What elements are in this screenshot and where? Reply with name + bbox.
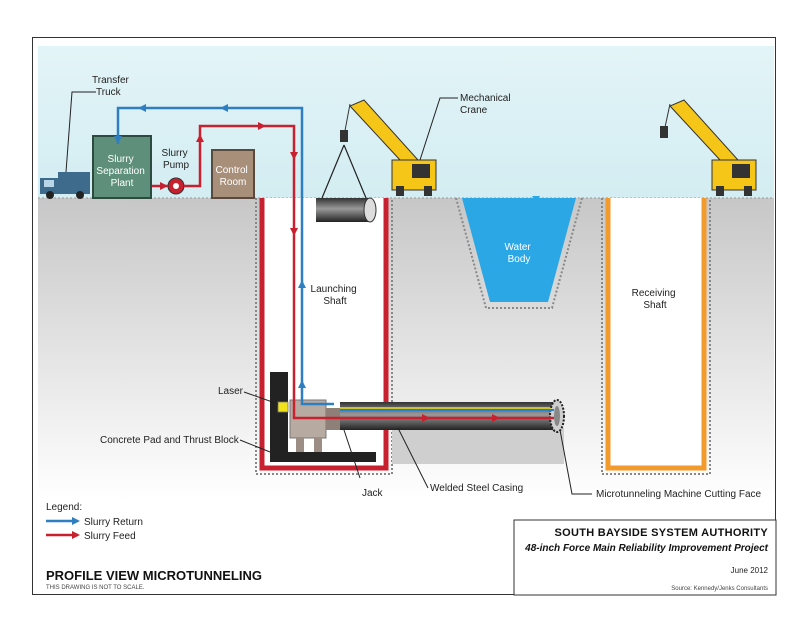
slurry-return-arrows <box>114 104 306 388</box>
laser <box>277 401 289 413</box>
label-welded-steel-casing: Welded Steel Casing <box>430 483 523 494</box>
pipe-segment <box>316 144 377 223</box>
slurry-return-line <box>116 106 334 406</box>
label-slurry-pump: Slurry Pump <box>162 148 191 171</box>
label-slurry-plant: Slurry Separation Plant <box>96 154 147 189</box>
control-room <box>211 149 255 199</box>
mechanical-crane <box>340 99 437 196</box>
label-water-body: Water Body <box>504 242 533 265</box>
legend-item-slurry-feed: Slurry Feed <box>84 531 136 542</box>
receiving-shaft <box>601 198 711 475</box>
label-control-room: Control Room <box>215 165 250 188</box>
title-block-project: 48-inch Force Main Reliability Improveme… <box>524 543 769 554</box>
slurry-feed-arrows <box>160 122 500 422</box>
title-block-source: Source: Kennedy/Jenks Consultants <box>671 586 768 592</box>
label-mechanical-crane: Mechanical Crane <box>460 93 513 116</box>
legend-item-slurry-return: Slurry Return <box>84 517 143 528</box>
label-receiving-shaft: Receiving Shaft <box>632 288 679 311</box>
slurry-pump <box>167 177 185 195</box>
slurry-separation-plant <box>92 135 152 199</box>
label-laser: Laser <box>218 386 244 397</box>
label-concrete-pad: Concrete Pad and Thrust Block <box>100 435 240 446</box>
legend: Legend: Slurry Return Slurry Feed <box>46 502 143 542</box>
slurry-feed-line-2 <box>184 124 554 420</box>
title-block-authority: SOUTH BAYSIDE SYSTEM AUTHORITY <box>554 527 768 539</box>
drawing-title: PROFILE VIEW MICROTUNNELING <box>46 568 262 583</box>
legend-title: Legend: <box>46 502 82 513</box>
label-launching-shaft: Launching Shaft <box>311 284 360 307</box>
cutting-face <box>549 399 565 433</box>
tunnel-bore <box>392 428 564 464</box>
transfer-truck <box>40 172 90 199</box>
title-block: SOUTH BAYSIDE SYSTEM AUTHORITY 48-inch F… <box>513 519 777 596</box>
leader-lines <box>65 91 592 495</box>
concrete-pad-thrust-block <box>270 372 376 462</box>
label-transfer-truck: Transfer Truck <box>92 75 132 98</box>
label-jack: Jack <box>362 488 384 499</box>
water-body <box>455 196 583 309</box>
welded-steel-casing <box>340 402 554 430</box>
mechanical-crane-2 <box>660 99 757 196</box>
scale-note: THIS DRAWING IS NOT TO SCALE. <box>46 585 145 591</box>
label-cutting-face: Microtunneling Machine Cutting Face <box>596 489 762 500</box>
title-block-date: June 2012 <box>731 566 769 575</box>
